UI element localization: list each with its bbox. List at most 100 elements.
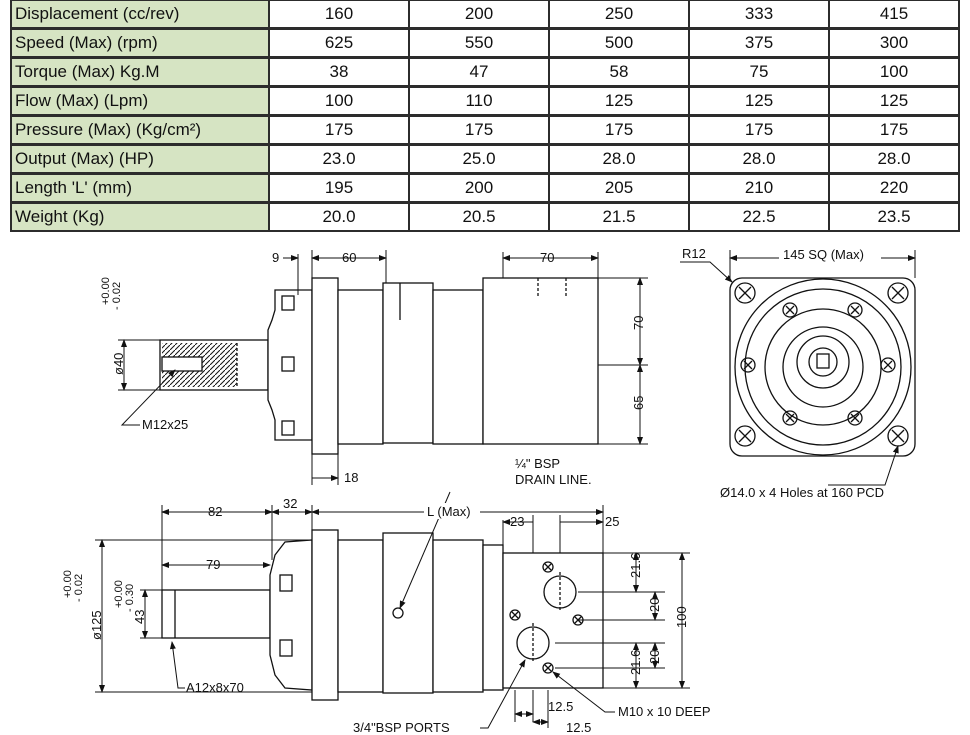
spec-cell: 175 [550,117,688,143]
spec-row-label: Length 'L' (mm) [12,175,268,201]
dim-18: 18 [344,470,358,485]
dim-100: 100 [674,606,689,628]
spec-cell: 28.0 [690,146,828,172]
spec-cell: 20.5 [410,204,548,230]
side-view-bottom-dims [95,491,690,729]
spec-cell: 175 [830,117,958,143]
dim-23: 23 [510,514,524,529]
spec-cell: 175 [410,117,548,143]
key-label: A12x8x70 [186,680,244,695]
spec-cell: 200 [410,175,548,201]
pilot-tol-top: +0.00 [62,570,74,598]
spec-cell: 300 [830,30,958,56]
pilot-tol-bottom: - 0.02 [73,574,85,602]
shaft-43: 43 [132,610,147,624]
spec-cell: 205 [550,175,688,201]
spec-cell: 25.0 [410,146,548,172]
dim-20-top: 20 [647,598,662,612]
dim-82: 82 [208,504,222,519]
spec-cell: 125 [830,88,958,114]
shaft-tol-top: +0.00 [100,277,112,305]
spec-row-label: Speed (Max) (rpm) [12,30,268,56]
dim-25: 25 [605,514,619,529]
ports-label: 3/4"BSP PORTS [353,720,450,735]
dim-70-side: 70 [631,316,646,330]
spec-cell: 500 [550,30,688,56]
spec-cell: 21.5 [550,204,688,230]
spec-cell: 58 [550,59,688,85]
spec-cell: 625 [270,30,408,56]
spec-cell: 100 [830,59,958,85]
side-view-bottom [161,529,604,701]
drain-label-1: ¼" BSP [515,456,560,471]
holes-label: Ø14.0 x 4 Holes at 160 PCD [720,485,884,500]
dim-60: 60 [342,250,356,265]
spec-cell: 160 [270,1,408,27]
dim-20-bottom: 20 [647,650,662,664]
spec-cell: 22.5 [690,204,828,230]
spec-cell: 20.0 [270,204,408,230]
pilot-diameter: ø125 [89,610,104,640]
shaft-tol-top: +0.00 [113,580,125,608]
spec-cell: 110 [410,88,548,114]
dim-32: 32 [283,496,297,511]
spec-row-label: Flow (Max) (Lpm) [12,88,268,114]
dim-12-5-a: 12.5 [548,699,573,714]
spec-row-label: Torque (Max) Kg.M [12,59,268,85]
dim-21-6-top: 21.6 [628,553,643,578]
dim-79: 79 [206,557,220,572]
spec-row-label: Weight (Kg) [12,204,268,230]
spec-cell: 28.0 [830,146,958,172]
side-view-top [159,277,599,455]
spec-row-label: Pressure (Max) (Kg/cm²) [12,117,268,143]
side-view-top-dims [118,250,648,485]
spec-cell: 100 [270,88,408,114]
spec-cell: 195 [270,175,408,201]
spec-row-label: Displacement (cc/rev) [12,1,268,27]
spec-cell: 125 [550,88,688,114]
spec-cell: 375 [690,30,828,56]
dim-12-5-b: 12.5 [566,720,591,735]
dim-70-top: 70 [540,250,554,265]
shaft-tol-bottom: - 0.02 [111,282,123,310]
bolt-holes [740,302,896,426]
spec-cell: 250 [550,1,688,27]
spec-cell: 333 [690,1,828,27]
end-view [729,277,916,457]
tap-label: M10 x 10 DEEP [618,704,711,719]
drain-label-2: DRAIN LINE. [515,472,592,487]
spec-row-label: Output (Max) (HP) [12,146,268,172]
dim-65: 65 [631,396,646,410]
spec-cell: 125 [690,88,828,114]
dim-9: 9 [272,250,279,265]
spec-cell: 47 [410,59,548,85]
dim-21-6-bottom: 21.6 [628,650,643,675]
spec-cell: 175 [270,117,408,143]
dim-L-max: L (Max) [427,504,471,519]
spec-cell: 220 [830,175,958,201]
spec-cell: 175 [690,117,828,143]
spec-cell: 200 [410,1,548,27]
spec-cell: 550 [410,30,548,56]
spec-cell: 415 [830,1,958,27]
corner-radius: R12 [682,246,706,261]
square-size: 145 SQ (Max) [783,247,864,262]
shaft-tol-bottom: - 0.30 [124,584,136,612]
spec-cell: 23.0 [270,146,408,172]
spec-cell: 38 [270,59,408,85]
spec-cell: 210 [690,175,828,201]
spec-cell: 28.0 [550,146,688,172]
spec-cell: 75 [690,59,828,85]
spec-cell: 23.5 [830,204,958,230]
shaft-diameter: ø40 [111,353,126,375]
